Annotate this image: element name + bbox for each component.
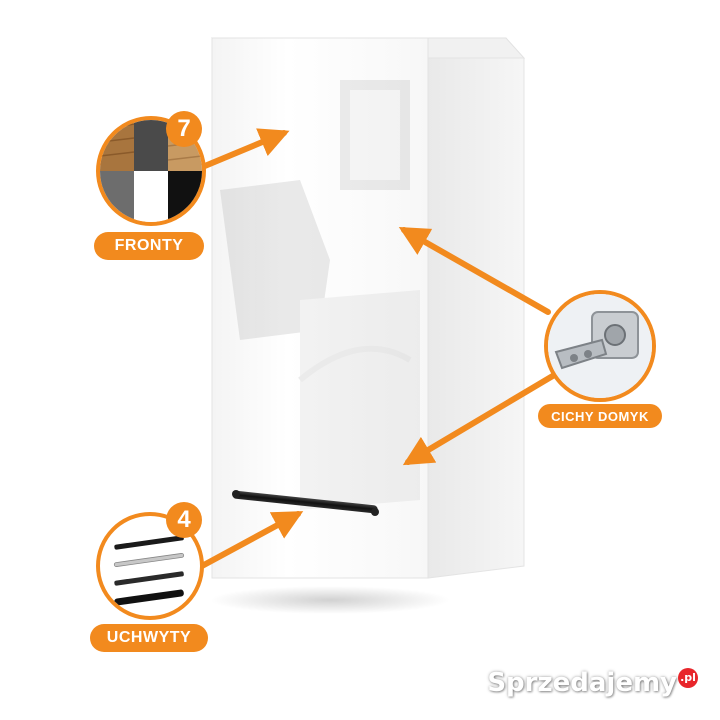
watermark-suffix: .pl — [678, 668, 698, 688]
door-reflection — [220, 80, 420, 510]
cabinet-side — [427, 57, 525, 579]
handle-set-icon — [113, 535, 185, 606]
cabinet-shadow — [210, 586, 450, 614]
arrow-icon-hinge-bottom — [402, 371, 559, 466]
watermark-text: Sprzedajemy — [487, 668, 677, 698]
hinge-icon — [548, 294, 652, 398]
uchwyty-circle — [96, 512, 204, 620]
bar-handle — [232, 490, 379, 516]
arrow-icon-fronty — [197, 128, 290, 171]
hinge-circle — [544, 290, 656, 402]
arrow-icon-uchwyty — [199, 511, 304, 569]
watermark-logo: Sprzedajemy.pl — [487, 668, 698, 698]
uchwyty-count-badge: 4 — [166, 502, 202, 538]
arrow-icon-hinge-top — [398, 227, 551, 315]
uchwyty-label: UCHWYTY — [90, 624, 208, 652]
cabinet-front — [211, 37, 429, 579]
fronty-label: FRONTY — [94, 232, 204, 260]
fronty-count-badge: 7 — [166, 111, 202, 147]
cichy-domyk-label: CICHY DOMYK — [538, 404, 662, 428]
swatch-grid-icon — [100, 120, 202, 222]
